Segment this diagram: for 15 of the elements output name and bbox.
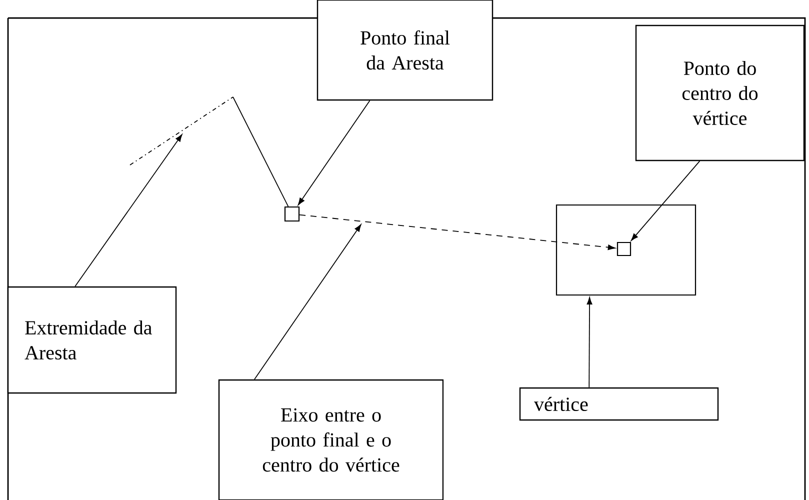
label-box: Eixo entre o ponto final e o centro do vértice (218, 379, 444, 500)
leader-line (298, 100, 370, 206)
leader-line (254, 224, 362, 380)
leader-line (74, 134, 182, 287)
endpoint-square (284, 206, 300, 222)
vertex-box (556, 204, 696, 296)
label-box: Ponto final da Aresta (316, 0, 494, 101)
leader-line (630, 160, 700, 241)
leader-line (586, 297, 592, 388)
edge-line (232, 96, 289, 207)
connector-arrow (299, 214, 616, 250)
label-box: Ponto do centro do vértice (635, 24, 805, 162)
center-square (616, 242, 632, 256)
label-box: Extremidade da Aresta (7, 286, 177, 394)
label-box: vértice (519, 387, 719, 421)
